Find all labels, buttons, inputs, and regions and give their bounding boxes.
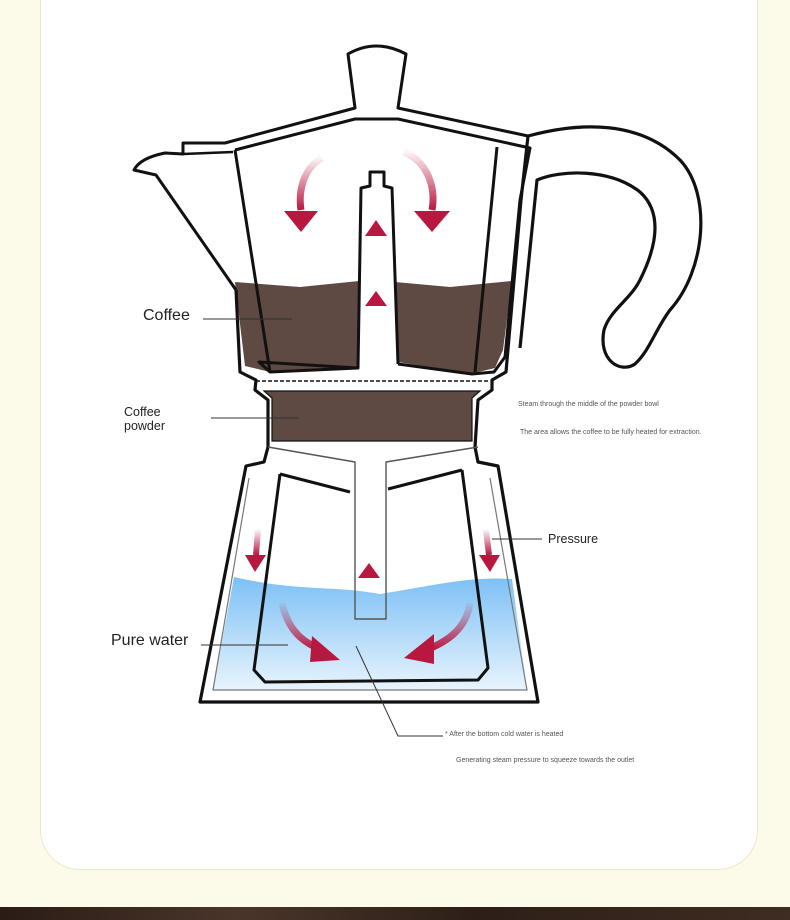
lid-knob-outline xyxy=(346,44,408,109)
inner-chamber-outline xyxy=(234,117,532,376)
handle-outline xyxy=(518,125,703,369)
central-tube-outline xyxy=(356,170,400,369)
arrow-pressure-left xyxy=(253,529,261,556)
note-bottom-line1: * After the bottom cold water is heated xyxy=(445,731,564,738)
label-pure-water: Pure water xyxy=(111,632,189,649)
note-steam-line1: Steam through the middle of the powder b… xyxy=(518,401,659,408)
label-coffee-powder: Coffee powder xyxy=(124,405,165,433)
water-fill xyxy=(213,577,527,690)
upper-chamber-outline xyxy=(198,199,540,704)
note-bottom-line2: Generating steam pressure to squeeze tow… xyxy=(456,757,635,764)
funnel-outline xyxy=(267,446,479,620)
arrow-pressure-right xyxy=(483,529,492,556)
coffee-left-fill xyxy=(235,281,359,372)
leader-bottom-note xyxy=(355,645,443,737)
powder-basket-outline xyxy=(262,390,482,442)
lower-chamber-inner xyxy=(252,469,490,684)
label-coffee-powder-line2: powder xyxy=(124,419,165,433)
note-steam-line2: The area allows the coffee to be fully h… xyxy=(520,429,702,436)
label-coffee-powder-line1: Coffee xyxy=(124,405,161,419)
spout-outline xyxy=(132,141,238,291)
label-coffee: Coffee xyxy=(143,307,190,324)
label-pressure: Pressure xyxy=(548,532,599,546)
coffee-right-fill xyxy=(395,281,512,374)
lid-outline xyxy=(223,106,530,145)
coffee-powder-fill xyxy=(264,391,480,441)
arrow-top-right xyxy=(402,148,437,211)
arrow-top-left xyxy=(296,154,324,211)
bottom-photo-strip xyxy=(0,907,790,920)
